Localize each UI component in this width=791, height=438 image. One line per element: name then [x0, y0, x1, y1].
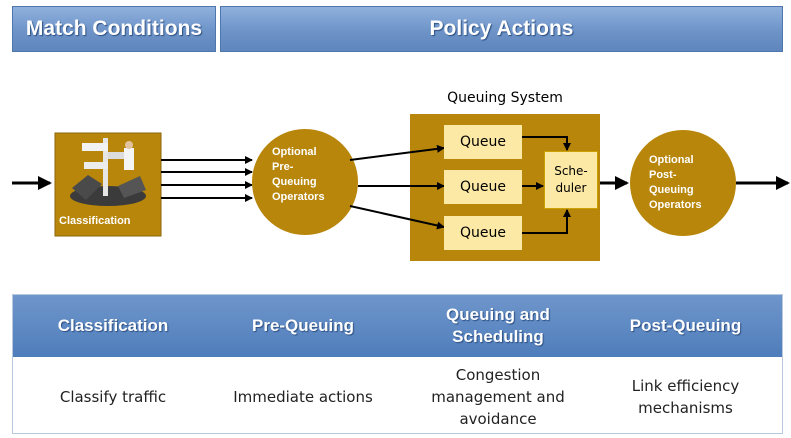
policy-actions-header: Policy Actions — [220, 6, 783, 52]
header-line: Pre-Queuing — [251, 316, 354, 335]
post-queuing-line: Operators — [649, 199, 702, 211]
table-cell-pre-queuing: Immediate actions — [213, 361, 393, 433]
table-cell-post-queuing: Link efficiency mechanisms — [593, 361, 778, 433]
header-line: Scheduling — [452, 327, 544, 346]
prequeue-to-queue-arrow-1 — [349, 144, 445, 161]
post-queuing-circle — [630, 130, 736, 236]
pre-queuing-circle — [252, 129, 358, 235]
pre-queuing-line: Optional — [272, 146, 317, 158]
pre-queuing-label: Optional Pre- Queuing Operators — [272, 145, 325, 205]
signpost-icon — [70, 138, 146, 206]
classification-label: Classification — [59, 215, 131, 227]
table-header-classification: Classification — [23, 295, 203, 357]
scheduler-line: Sche- — [554, 164, 588, 178]
stages-table: Classification Pre-Queuing Queuing and S… — [12, 294, 783, 434]
queue-1: Queue — [444, 125, 522, 159]
pre-queuing-line: Queuing — [272, 176, 317, 188]
scheduler-box: Sche- duler — [544, 151, 598, 209]
header-line: Queuing and — [446, 305, 550, 324]
table-header-queuing-scheduling: Queuing and Scheduling — [408, 295, 588, 357]
flow-diagram — [12, 114, 790, 261]
table-header-pre-queuing: Pre-Queuing — [213, 295, 393, 357]
post-queuing-line: Post- — [649, 169, 677, 181]
cell-line: Congestion — [455, 366, 541, 384]
pre-queuing-line: Operators — [272, 191, 325, 203]
cell-line: Classify traffic — [59, 388, 167, 406]
policy-actions-label: Policy Actions — [429, 17, 574, 40]
pre-queuing-line: Pre- — [272, 161, 294, 173]
cell-line: mechanisms — [638, 399, 733, 417]
table-header-post-queuing: Post-Queuing — [593, 295, 778, 357]
header-line: Post-Queuing — [629, 316, 742, 335]
table-cell-classification: Classify traffic — [23, 361, 203, 433]
queue-to-scheduler-arrow-1 — [522, 136, 571, 151]
post-queuing-line: Queuing — [649, 184, 694, 196]
match-conditions-label: Match Conditions — [25, 17, 203, 40]
scheduler-line: duler — [555, 181, 587, 195]
cell-line: Link efficiency — [631, 377, 740, 395]
queue-2: Queue — [444, 170, 522, 204]
table-cell-queuing-scheduling: Congestion management and avoidance — [408, 361, 588, 433]
queue-to-scheduler-arrow-3 — [522, 209, 571, 234]
header-line: Classification — [57, 316, 169, 335]
table-header-row: Classification Pre-Queuing Queuing and S… — [13, 295, 782, 357]
cell-line: Immediate actions — [233, 388, 373, 406]
post-queuing-line: Optional — [649, 154, 694, 166]
queue-3: Queue — [444, 216, 522, 250]
cell-line: management and — [431, 388, 565, 406]
match-conditions-header: Match Conditions — [12, 6, 216, 52]
queuing-system-title: Queuing System — [447, 90, 563, 106]
cell-line: avoidance — [459, 410, 537, 428]
post-queuing-label: Optional Post- Queuing Operators — [649, 153, 702, 213]
prequeue-to-queue-arrow-3 — [349, 205, 445, 230]
